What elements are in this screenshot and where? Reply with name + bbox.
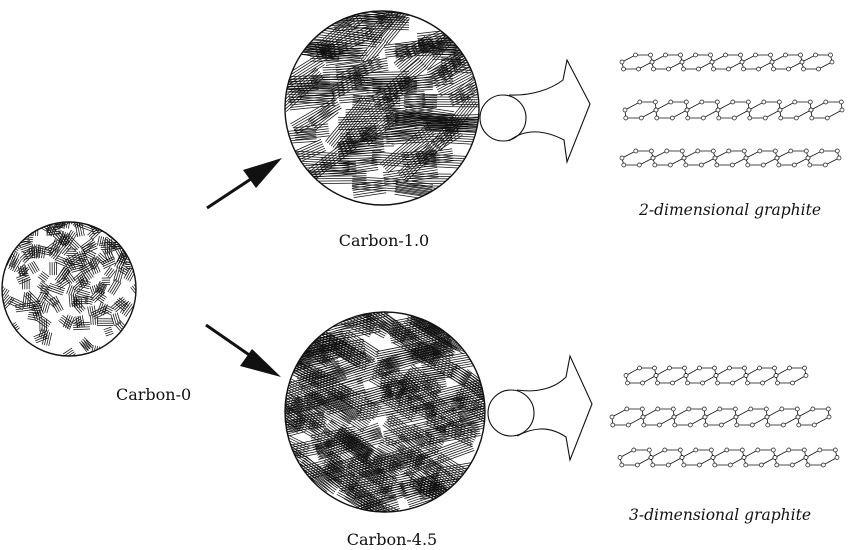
label-2d-graphite: 2-dimensional graphite bbox=[638, 201, 821, 219]
carbon-0-texture bbox=[0, 214, 142, 361]
carbon-1-0-texture bbox=[262, 1, 501, 201]
zoom-callout-bottom bbox=[488, 356, 592, 460]
carbon-0-particle bbox=[0, 214, 142, 361]
zoom-callout-top bbox=[480, 60, 590, 162]
graphite-3d-layers bbox=[610, 366, 839, 467]
label-carbon-0: Carbon-0 bbox=[116, 385, 191, 404]
label-carbon-4-5: Carbon-4.5 bbox=[347, 530, 437, 549]
carbon-1-0-particle bbox=[262, 1, 501, 205]
arrow-to-carbon-1-0 bbox=[207, 158, 282, 208]
carbon-4-5-texture bbox=[263, 290, 521, 531]
label-carbon-1-0: Carbon-1.0 bbox=[339, 231, 429, 250]
label-3d-graphite: 3-dimensional graphite bbox=[629, 506, 811, 524]
carbon-4-5-particle bbox=[263, 290, 521, 531]
arrow-to-carbon-4-5 bbox=[206, 325, 281, 377]
graphite-2d-layers bbox=[620, 53, 844, 167]
